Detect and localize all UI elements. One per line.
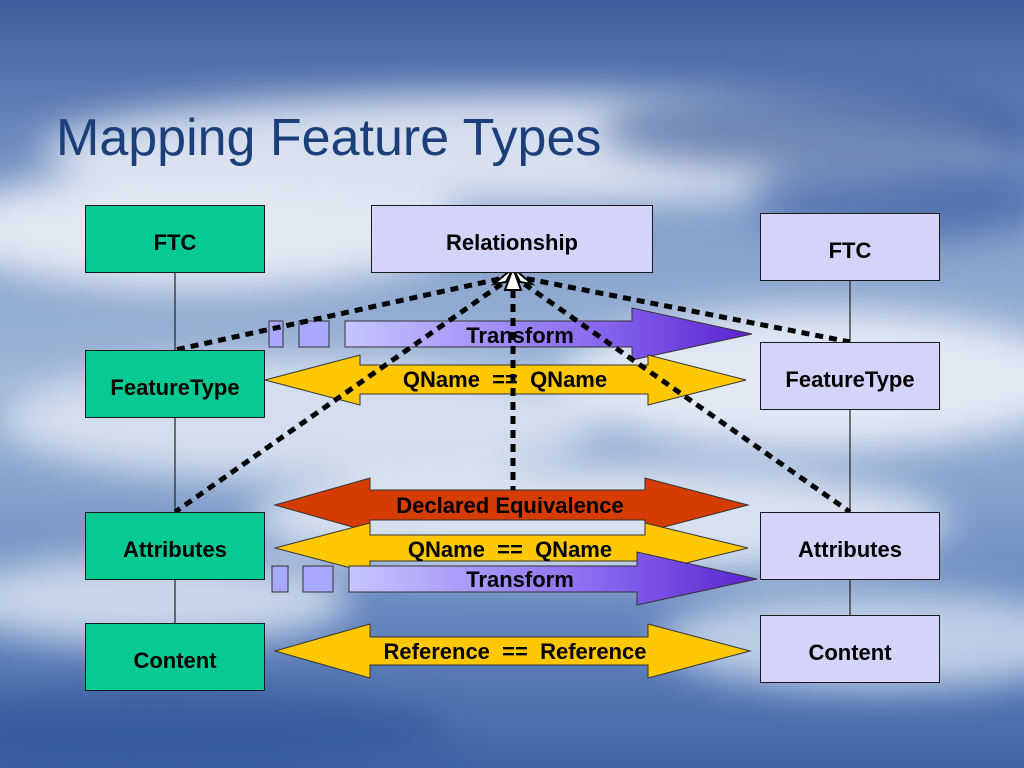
transform-bottom-label: Transform [466,567,574,592]
left-content-label: Content [133,648,217,673]
transform-top-label: Transform [466,323,574,348]
reference-arrow [273,623,752,679]
slide-title: Mapping Feature Types [56,109,602,167]
right-ftc-box: FTC [760,213,940,281]
right-content-label: Content [808,640,892,665]
relationship-box: Relationship [371,205,653,273]
reference-label: Reference == Reference [383,639,647,664]
left-ftc-box: FTC [85,205,265,273]
right-featuretype-label: FeatureType [785,367,915,392]
right-featuretype-box: FeatureType [760,342,940,410]
qname-top-label: QName == QName [402,367,608,392]
left-featuretype-label: FeatureType [110,375,240,400]
transform-bottom-arrow [271,551,758,606]
right-attributes-box: Attributes [760,512,940,580]
right-ftc-label: FTC [828,238,872,263]
qname-bottom-label: QName == QName [407,537,613,562]
transform-top-arrow [268,307,753,361]
right-content-box: Content [760,615,940,683]
qname-bottom-arrow [273,522,749,574]
relationship-label: Relationship [445,230,578,255]
left-ftc-label: FTC [153,230,197,255]
dotted-line-left-attributes [173,273,515,515]
left-attributes-box: Attributes [85,512,265,580]
left-content-box: Content [85,623,265,691]
left-featuretype-box: FeatureType [85,350,265,418]
right-attributes-label: Attributes [798,537,902,562]
dotted-line-left-featuretype [174,273,514,353]
dotted-line-right-featuretype [512,273,851,345]
dotted-line-right-attributes [511,273,852,515]
declared-equivalence-label: Declared Equivalence [396,493,624,518]
left-attributes-label: Attributes [123,537,227,562]
